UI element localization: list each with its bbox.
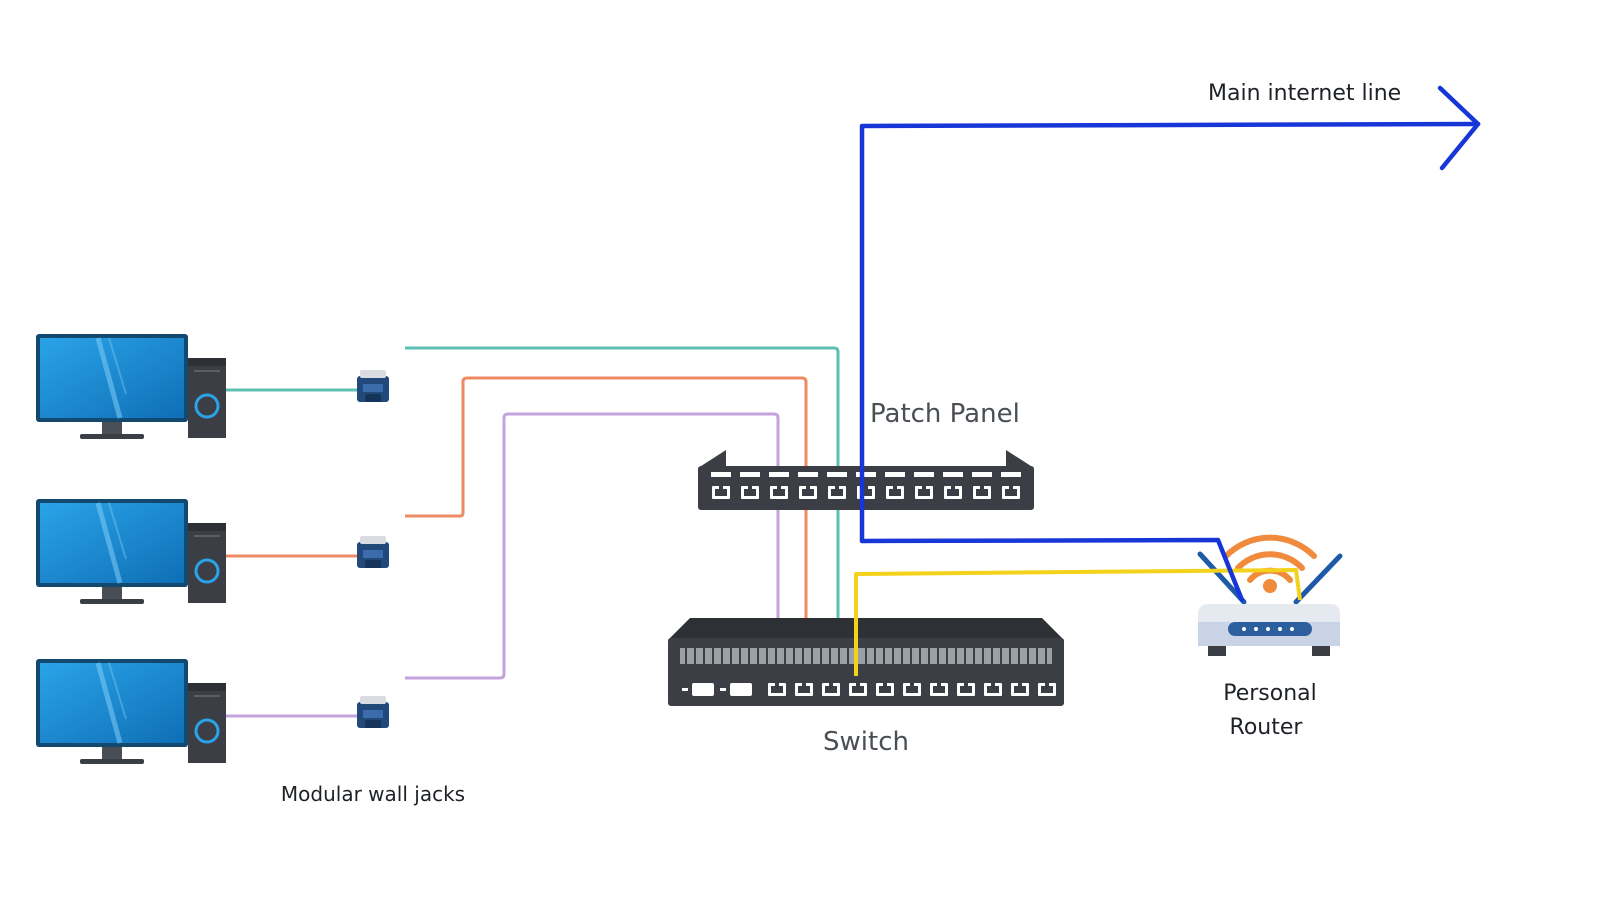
wall-jack-icon [357,536,389,568]
switch-label: Switch [823,727,909,757]
network-switch-icon [668,618,1064,706]
patch-panel-label: Patch Panel [870,399,1020,429]
router-label-line1: Personal [1223,681,1317,706]
router-label-line2: Router [1230,715,1304,740]
arrow-right-icon [1437,85,1481,171]
patch-panel-icon [698,450,1034,510]
cable-orange [405,376,808,676]
internet-line [859,121,1481,603]
wall-jacks-label: Modular wall jacks [281,782,465,806]
computer-3 [36,659,226,764]
cable-purple [405,412,780,680]
computer-1 [36,334,226,439]
main-internet-line-label: Main internet line [1208,81,1401,106]
cable-switch-router [854,568,1302,676]
wifi-router-icon [1197,534,1343,656]
computer-2 [36,499,226,604]
cable-teal [405,346,840,676]
wall-jack-icon [357,696,389,728]
wall-jack-icon [357,370,389,402]
